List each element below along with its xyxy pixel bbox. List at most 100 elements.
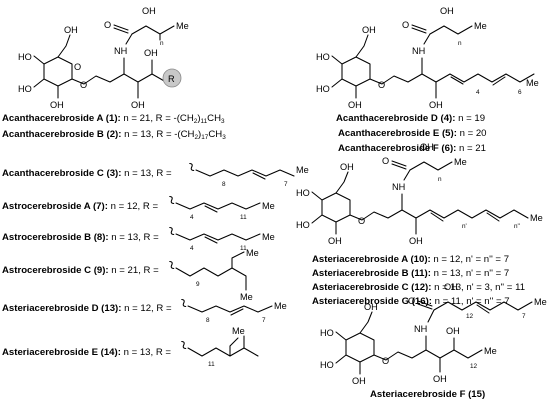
atom-oh-label: OH	[429, 100, 443, 110]
svg-text:OH: OH	[409, 236, 423, 246]
svg-text:11: 11	[208, 361, 215, 368]
svg-text:8: 8	[206, 317, 210, 324]
svg-text:n': n'	[462, 223, 467, 230]
row-asteriacerebroside-e: Asteriacerebroside E (14): n = 13, R = M…	[2, 326, 259, 368]
atom-o-label: O	[402, 20, 409, 30]
structure-asteriacerebroside-abcg: OH HO HO OH O NH O OH Me n OH n' n'' Me	[296, 142, 543, 246]
row-astrocerebroside-c: Astrocerebroside C (9): n = 21, R = 9 Me…	[2, 248, 259, 302]
svg-text:7: 7	[284, 181, 288, 188]
atom-me-label: Me	[176, 21, 189, 31]
subscript-n: n	[160, 40, 164, 47]
svg-text:HO: HO	[320, 328, 334, 338]
label-asteriacerebroside-f: Asteriacerebroside F (15)	[370, 389, 485, 400]
svg-text:Astrocerebroside A (7): n = 12: Astrocerebroside A (7): n = 12, R =	[2, 201, 158, 212]
svg-text:Asteriacerebroside G (16): n =: Asteriacerebroside G (16): n = 11, n' = …	[312, 296, 510, 307]
atom-o-label: O	[104, 20, 111, 30]
svg-text:8: 8	[222, 181, 226, 188]
row-asteriacerebroside-d: Asteriacerebroside D (13): n = 12, R = 8…	[2, 299, 287, 324]
svg-text:9: 9	[196, 281, 200, 288]
atom-oh-label: OH	[131, 100, 145, 110]
svg-text:OH: OH	[352, 376, 366, 386]
row-astrocerebroside-b: Astrocerebroside B (8): n = 13, R = 4 11…	[2, 227, 275, 252]
svg-text:11: 11	[240, 245, 247, 252]
svg-text:O: O	[382, 156, 389, 166]
svg-text:O: O	[408, 296, 415, 306]
svg-text:Acanthacerebroside F (6): n =: Acanthacerebroside F (6): n = 21	[338, 143, 486, 154]
atom-me-label: Me	[474, 21, 487, 31]
atom-oh-label: OH	[50, 100, 64, 110]
labels-acanthacerebroside-def: Acanthacerebroside D (4): n = 19 Acantha…	[336, 113, 487, 154]
compound-name: Acanthacerebroside B (2):	[2, 129, 121, 140]
svg-text:Acanthacerebroside B (2): n =: Acanthacerebroside B (2): n = 13, R = -(…	[2, 129, 226, 141]
atom-o-label: O	[378, 80, 385, 90]
svg-text:NH: NH	[392, 182, 405, 192]
svg-text:12: 12	[466, 313, 474, 320]
svg-text:Me: Me	[246, 248, 259, 258]
atom-oh-label: OH	[362, 25, 376, 35]
svg-text:OH: OH	[446, 326, 460, 336]
svg-text:Me: Me	[296, 165, 309, 175]
svg-text:HO: HO	[320, 360, 334, 370]
svg-text:Asteriacerebroside C (12): n =: Asteriacerebroside C (12): n = 13, n' = …	[312, 282, 525, 293]
row-acanthacerebroside-c: Acanthacerebroside C (3): n = 13, R = 8 …	[2, 163, 309, 188]
svg-text:4: 4	[190, 245, 194, 252]
svg-text:OH: OH	[328, 236, 342, 246]
svg-text:OH: OH	[433, 374, 447, 384]
svg-text:Me: Me	[534, 297, 547, 307]
svg-text:Me: Me	[274, 301, 287, 311]
svg-text:OH: OH	[420, 142, 434, 152]
svg-text:11: 11	[240, 214, 247, 221]
svg-text:7: 7	[522, 313, 526, 320]
atom-ho-label: HO	[316, 52, 330, 62]
svg-text:Asteriacerebroside D (13): n =: Asteriacerebroside D (13): n = 12, R =	[2, 303, 172, 314]
svg-text:Astrocerebroside B (8): n = 13: Astrocerebroside B (8): n = 13, R =	[2, 232, 159, 243]
atom-me-label: Me	[526, 78, 539, 88]
atom-oh-label: OH	[440, 6, 454, 16]
structure-asteriacerebroside-f: OH HO HO OH O NH O OH 12 7 Me OH OH 12 M…	[320, 282, 547, 386]
svg-text:n: n	[438, 176, 442, 183]
atom-nh-label: NH	[412, 46, 425, 56]
atom-o-label: O	[74, 62, 81, 72]
svg-text:Me: Me	[262, 201, 275, 211]
svg-text:Me: Me	[232, 326, 245, 336]
structure-generic-r: OH HO HO OH O O NH O OH Me n OH OH R	[18, 6, 189, 110]
atom-o-label: O	[80, 80, 87, 90]
atom-ho-label: HO	[316, 84, 330, 94]
svg-text:Me: Me	[484, 346, 497, 356]
svg-text:Asteriacerebroside A (10): n =: Asteriacerebroside A (10): n = 12, n' = …	[312, 254, 509, 265]
svg-text:Asteriacerebroside B (11): n =: Asteriacerebroside B (11): n = 13, n' = …	[312, 268, 509, 279]
svg-text:O: O	[358, 216, 365, 226]
subscript-4: 4	[476, 89, 480, 96]
subscript-6: 6	[518, 89, 522, 96]
compound-detail: n = 21, R = -(CH	[121, 113, 194, 124]
compound-detail: n = 13, R = -(CH	[121, 129, 194, 140]
atom-nh-label: NH	[114, 46, 127, 56]
structure-acanthacerebroside-def: OH HO HO OH O NH O OH Me n OH 4 6 Me	[316, 6, 539, 110]
atom-oh-label: OH	[64, 25, 78, 35]
atom-ho-label: HO	[18, 84, 32, 94]
atom-oh-label: OH	[144, 48, 158, 58]
svg-text:Me: Me	[530, 213, 543, 223]
svg-text:Acanthacerebroside E (5): n =: Acanthacerebroside E (5): n = 20	[338, 128, 487, 139]
labels-asteriacerebroside-abcg: Asteriacerebroside A (10): n = 12, n' = …	[312, 254, 525, 307]
svg-text:HO: HO	[296, 220, 310, 230]
svg-text:n'': n''	[514, 223, 520, 230]
svg-text:Acanthacerebroside A (1): n =: Acanthacerebroside A (1): n = 21, R = -(…	[2, 113, 225, 125]
svg-text:OH: OH	[340, 162, 354, 172]
r-group-circle	[162, 68, 182, 88]
svg-text:Me: Me	[240, 292, 253, 302]
subscript-n: n	[458, 40, 462, 47]
atom-oh-label: OH	[142, 6, 156, 16]
labels-generic-a-b: Acanthacerebroside A (1): n = 21, R = -(…	[2, 113, 226, 141]
atom-ho-label: HO	[18, 52, 32, 62]
svg-text:12: 12	[470, 363, 478, 370]
row-astrocerebroside-a: Astrocerebroside A (7): n = 12, R = 4 11…	[2, 196, 275, 221]
svg-text:Acanthacerebroside D (4): n =: Acanthacerebroside D (4): n = 19	[336, 113, 485, 124]
svg-text:NH: NH	[414, 324, 427, 334]
svg-text:OH: OH	[444, 282, 458, 292]
svg-text:O: O	[382, 356, 389, 366]
svg-text:Asteriacerebroside F (15): Asteriacerebroside F (15)	[370, 389, 485, 400]
svg-text:7: 7	[262, 317, 266, 324]
svg-text:Asteriacerebroside E (14): n =: Asteriacerebroside E (14): n = 13, R =	[2, 347, 171, 358]
